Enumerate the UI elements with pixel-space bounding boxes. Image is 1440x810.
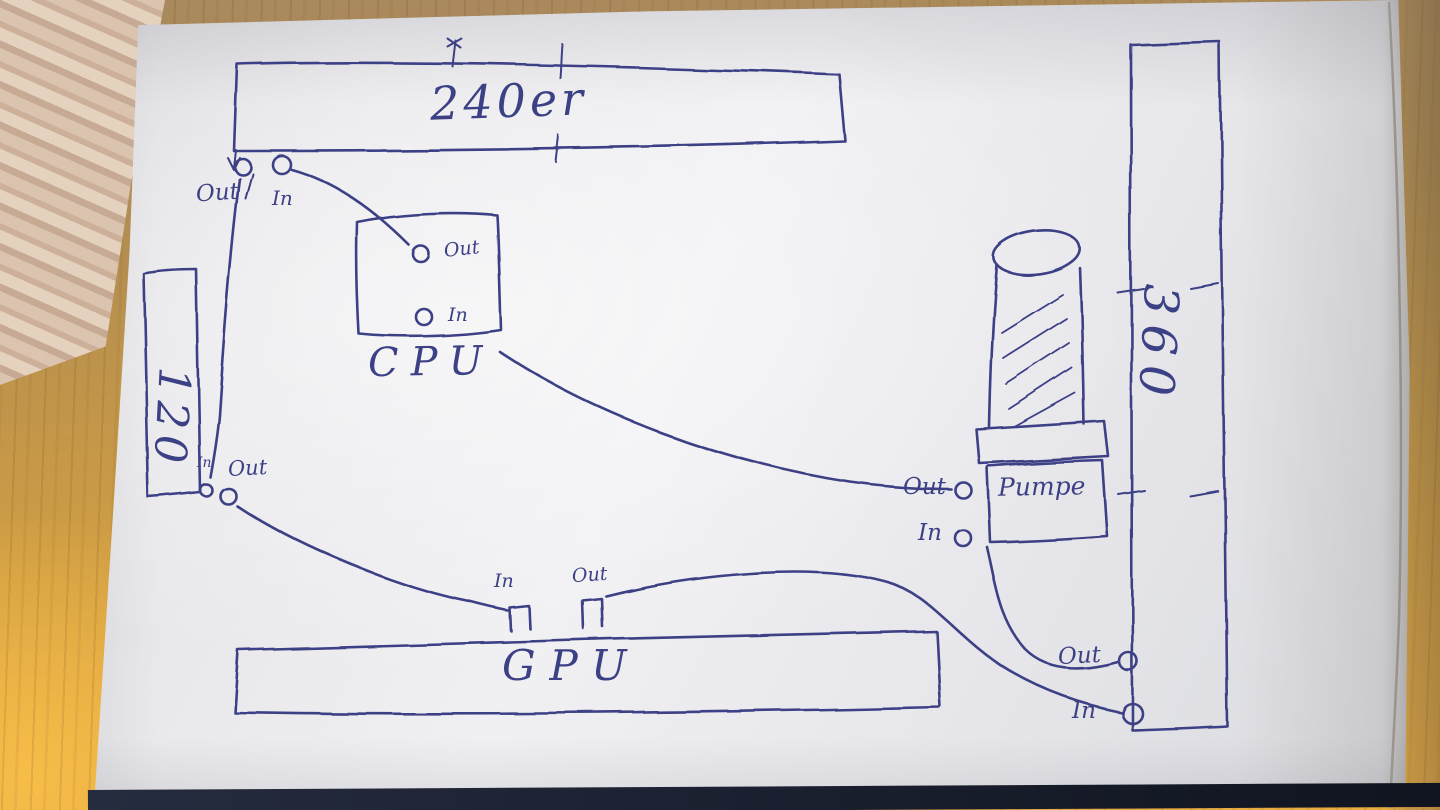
reservoir-right-side [1078, 266, 1086, 426]
rad240-in-label: In [272, 186, 293, 210]
cpu-label: CPU [367, 337, 495, 387]
cpu-in-label: In [448, 304, 468, 326]
tube-gpu-to-rad360 [604, 570, 1123, 714]
dimension-mark-top [446, 37, 462, 67]
cpu-out-label: Out [442, 236, 481, 262]
tube-rad240-to-cpu [290, 168, 410, 246]
tube-rad360-to-pump [985, 545, 1120, 670]
gpu-out-label: Out [571, 562, 609, 588]
reservoir-hatching [1000, 293, 1076, 428]
rad120-in-port-circle [198, 482, 214, 498]
radiator-240-outline [232, 61, 847, 153]
reservoir-top-ellipse [993, 230, 1081, 276]
pump-out-label: Out [903, 474, 946, 500]
rad360-in-port-circle [1120, 701, 1144, 725]
rad120-out-label: Out [227, 454, 268, 482]
dimension-tick [555, 43, 563, 163]
paper-curl-line [1387, 1, 1403, 809]
rad240-out-label: Out [195, 178, 240, 208]
gpu-in-label: In [494, 570, 514, 592]
radiator-360-outline [1129, 40, 1229, 732]
rad360-in-label: In [1072, 698, 1096, 724]
cpu-block-outline [355, 211, 503, 338]
gpu-block-outline [232, 629, 942, 716]
page-curl-shadow [1382, 0, 1440, 810]
cpu-in-port-circle [414, 307, 434, 327]
gpu-out-port-square [581, 597, 605, 631]
pump-outline [985, 458, 1109, 544]
gpu-in-port-square [508, 604, 532, 633]
tube-rad120-to-gpu [235, 504, 510, 613]
pump-out-port-circle [953, 480, 973, 500]
rad120-in-label: In [197, 455, 212, 471]
tube-rad240-to-rad120 [208, 177, 242, 479]
radiator-120-label: 120 [143, 365, 200, 471]
radiator-360-label: 360 [1126, 282, 1190, 408]
rad360-out-label: Out [1057, 641, 1102, 671]
pump-in-label: In [918, 520, 942, 546]
radiator-240-label: 240er [429, 71, 588, 131]
rad360-out-port-circle [1117, 650, 1139, 672]
rad120-out-port-circle [218, 486, 238, 506]
pump-label: Pumpe [997, 471, 1086, 502]
cpu-out-port-circle [410, 243, 430, 263]
rad240-in-port-circle [271, 154, 293, 176]
reservoir-left-side [987, 263, 999, 429]
pump-in-port-circle [953, 528, 973, 548]
out-slash-mark [245, 173, 254, 200]
gpu-label: GPU [502, 641, 641, 690]
radiator-360-dimension-ticks [1117, 282, 1219, 497]
tube-pump-to-cpu [498, 350, 953, 491]
reservoir-collar [974, 419, 1110, 465]
rad240-out-port-circle [233, 157, 253, 177]
